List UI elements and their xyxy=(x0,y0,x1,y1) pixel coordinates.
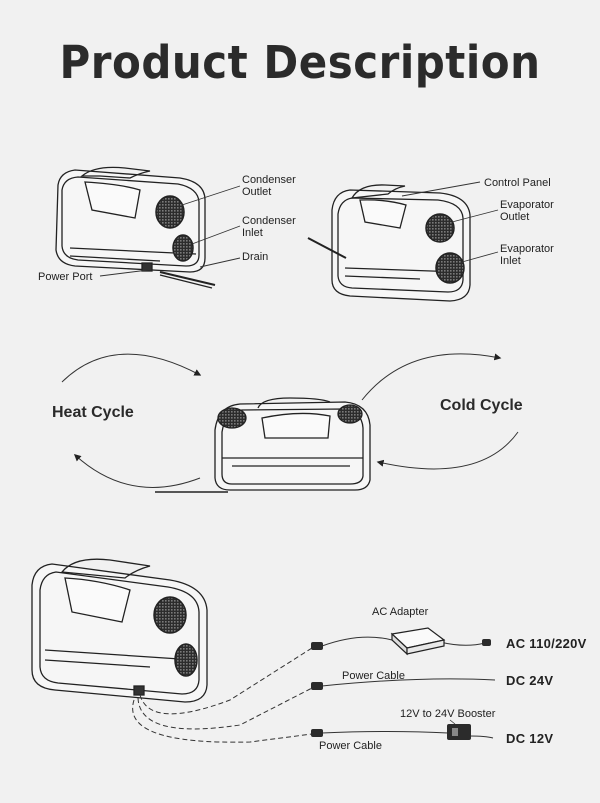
label-line: Inlet xyxy=(500,255,521,267)
label-dc-12v: DC 12V xyxy=(506,731,554,746)
label-power-cable-1: Power Cable xyxy=(342,670,405,682)
label-ac-input: AC 110/220V xyxy=(506,636,587,651)
label-line: Outlet xyxy=(500,211,530,223)
label-line: Evaporator xyxy=(500,199,554,211)
unit-bottom-view xyxy=(31,558,208,703)
label-line: Condenser xyxy=(242,174,296,186)
label-condenser-outlet: Condenser Outlet xyxy=(242,174,296,198)
label-evaporator-inlet: Evaporator Inlet xyxy=(500,243,554,267)
power-cables xyxy=(132,636,496,743)
heat-cycle-arrows xyxy=(61,353,202,488)
label-line: Condenser xyxy=(242,215,296,227)
label-line: Evaporator xyxy=(500,243,554,255)
page-title: Product Description xyxy=(59,36,541,89)
label-power-cable-2: Power Cable xyxy=(319,740,382,752)
label-control-panel: Control Panel xyxy=(484,177,551,189)
booster-device xyxy=(447,724,471,740)
label-booster: 12V to 24V Booster xyxy=(400,708,496,720)
label-dc-24v: DC 24V xyxy=(506,673,554,688)
unit-front-view xyxy=(155,397,371,493)
label-line: Inlet xyxy=(242,227,263,239)
label-heat-cycle: Heat Cycle xyxy=(52,404,134,421)
label-power-port: Power Port xyxy=(38,271,93,283)
label-line: Outlet xyxy=(242,186,272,198)
label-drain: Drain xyxy=(242,251,269,263)
label-condenser-inlet: Condenser Inlet xyxy=(242,215,296,239)
ac-adapter-brick xyxy=(390,627,446,656)
cold-cycle-arrows xyxy=(361,353,519,470)
label-evaporator-outlet: Evaporator Outlet xyxy=(500,199,554,223)
unit-right-view xyxy=(307,184,471,302)
unit-left-view xyxy=(55,166,216,289)
label-ac-adapter: AC Adapter xyxy=(372,606,429,618)
label-cold-cycle: Cold Cycle xyxy=(440,397,523,414)
